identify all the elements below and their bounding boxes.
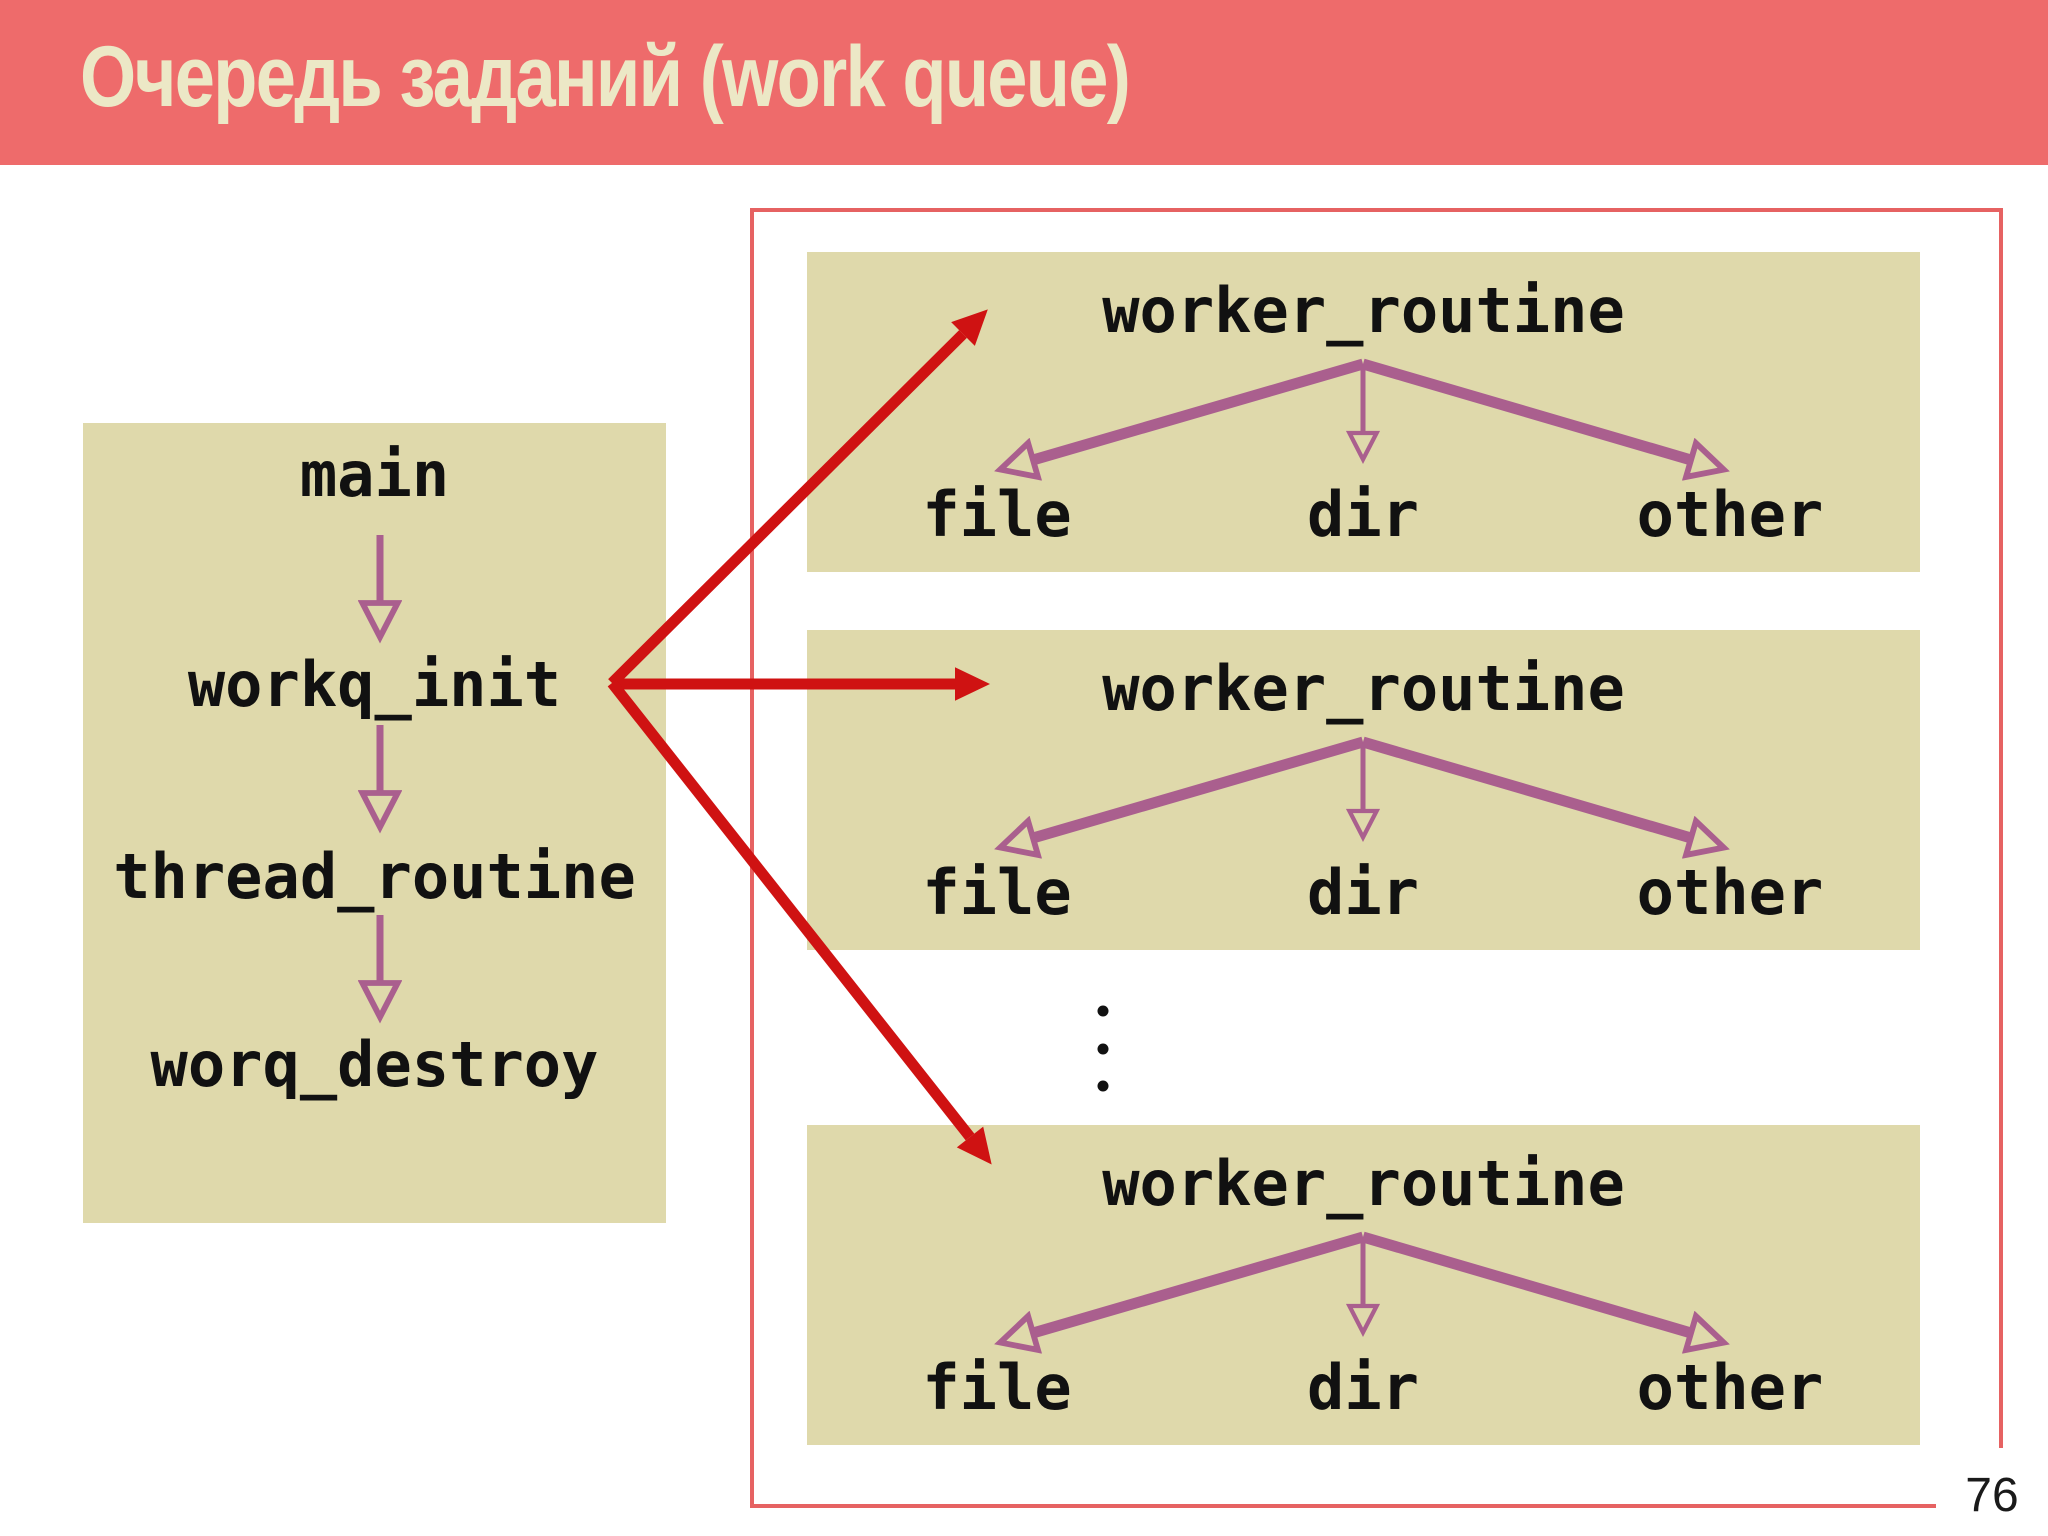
slide-title: Очередь заданий (work queue) [80, 29, 1131, 125]
leaf-file: file [922, 478, 1072, 551]
leaf-other: other [1636, 478, 1824, 551]
arrow-to-other [1361, 1231, 1691, 1333]
flow-node-worq-destroy: worq_destroy [150, 1028, 599, 1101]
leaf-file: file [922, 1351, 1072, 1424]
worker-tree-arrows [807, 736, 1920, 950]
worker-box-2: worker_routine file dir other [807, 630, 1920, 950]
leaf-dir: dir [1307, 856, 1419, 929]
main-flow-box: main workq_init thread_routine worq_dest… [83, 423, 666, 1223]
arrow-to-file [1033, 736, 1365, 838]
slide-header: Очередь заданий (work queue) [0, 0, 2048, 165]
arrow-to-file [1033, 358, 1365, 460]
flow-node-workq-init: workq_init [187, 648, 562, 721]
worker-tree-arrows [807, 1231, 1920, 1445]
worker-box-3: worker_routine file dir other [807, 1125, 1920, 1445]
leaf-dir: dir [1307, 1351, 1419, 1424]
worker-routine-title: worker_routine [1102, 274, 1625, 347]
leaf-file: file [922, 856, 1072, 929]
worker-box-1: worker_routine file dir other [807, 252, 1920, 572]
worker-tree-arrows [807, 358, 1920, 572]
leaf-other: other [1636, 1351, 1824, 1424]
worker-routine-title: worker_routine [1102, 1147, 1625, 1220]
leaf-dir: dir [1307, 478, 1419, 551]
arrow-to-other [1361, 736, 1691, 838]
flow-arrows [83, 535, 666, 1223]
leaf-other: other [1636, 856, 1824, 929]
page-number: 76 [1936, 1448, 2048, 1536]
flow-node-thread-routine: thread_routine [113, 840, 636, 913]
flow-node-main: main [299, 438, 450, 511]
arrow-to-other [1361, 358, 1691, 460]
arrow-to-file [1033, 1231, 1365, 1333]
worker-routine-title: worker_routine [1102, 652, 1625, 725]
